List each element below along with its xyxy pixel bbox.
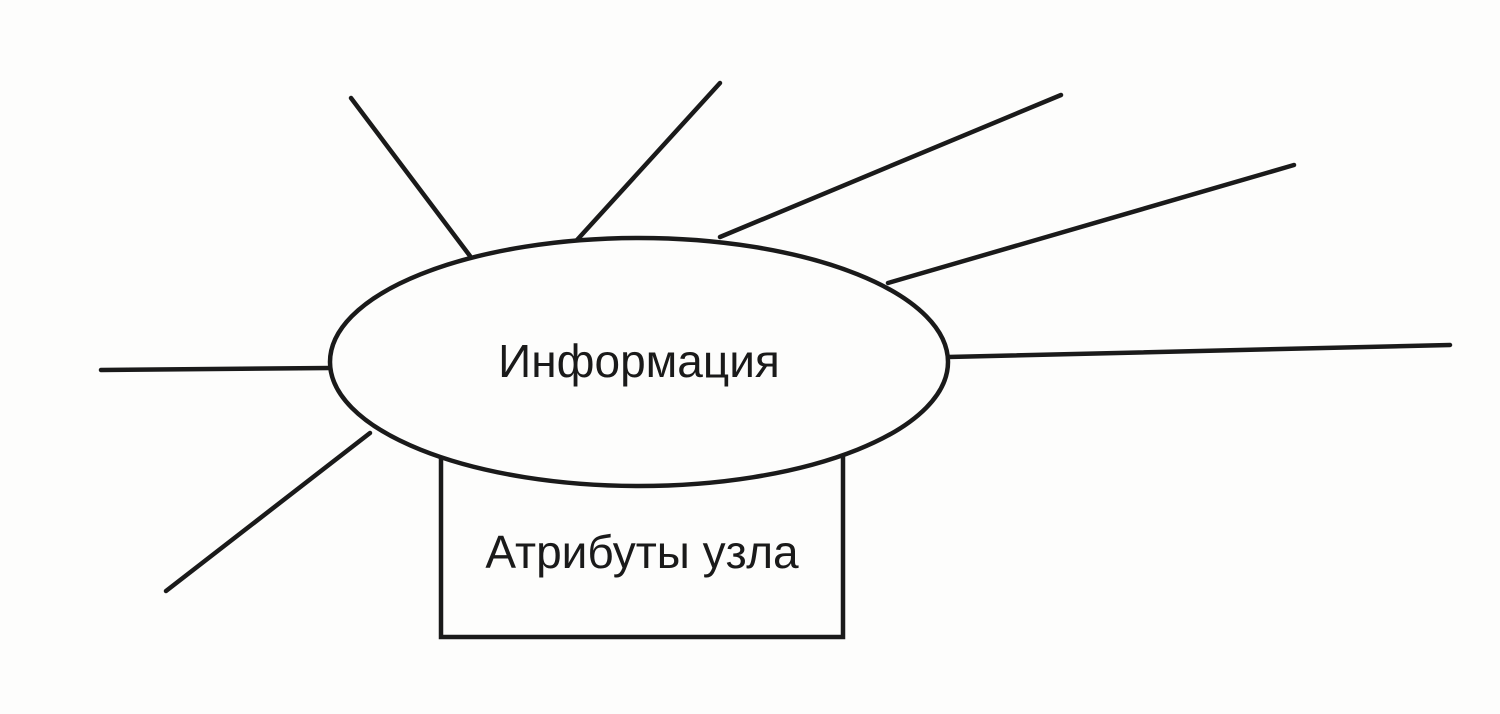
connector-line-upper-left [348, 95, 473, 259]
connector-line-lower-left [163, 430, 373, 594]
connector-lines [98, 80, 1453, 594]
connector-line-left [98, 365, 333, 373]
central-node: Информация [327, 235, 951, 489]
connector-line-right [945, 342, 1453, 360]
attribute-box-label: Атрибуты узла [485, 526, 799, 578]
central-node-label: Информация [498, 335, 780, 387]
central-node-ellipse [327, 235, 951, 489]
connector-line-upper-right [717, 92, 1064, 240]
connector-line-right-upper [885, 162, 1297, 286]
connector-line-upper-middle [574, 80, 723, 243]
